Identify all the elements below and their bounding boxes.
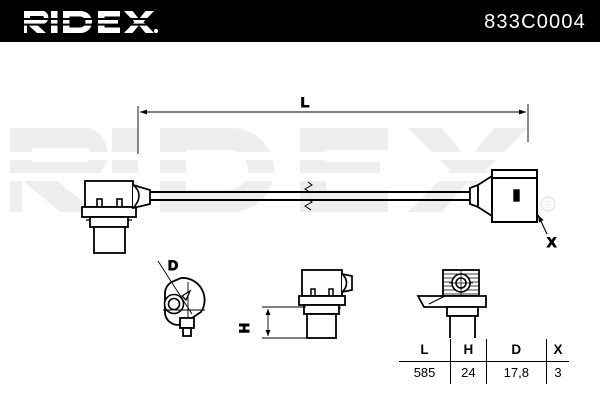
table-value-X: 3 (546, 361, 569, 384)
diameter-callout-D (157, 260, 193, 315)
sensor-technical-drawing: X L (0, 42, 600, 400)
callout-label-X: X (547, 234, 557, 250)
table-header-row: L H D X (399, 339, 569, 362)
table-header-H: H (450, 339, 487, 362)
dimension-label-L: L (301, 94, 310, 110)
header-bar: 833C0004 (0, 0, 600, 42)
length-dimension-L (137, 104, 529, 154)
table-header-L: L (399, 339, 452, 362)
cable-break-marks (304, 181, 313, 211)
table-header-D: D (485, 339, 548, 362)
sensor-cable-assembly-view: X L (81, 94, 558, 254)
part-number: 833C0004 (484, 11, 586, 33)
front-elevation-view (416, 269, 487, 341)
table-value-D: 17,8 (485, 361, 548, 384)
ridex-wordmark-logo (22, 9, 159, 35)
table-row: 585 24 17,8 3 (399, 361, 569, 384)
top-plan-view: D (157, 257, 206, 337)
table-header-X: X (546, 339, 569, 362)
table-value-L: 585 (399, 361, 452, 384)
height-dimension-H (262, 306, 306, 339)
callout-label-H: H (236, 323, 252, 333)
dimensions-table-wrapper: L H D X 585 24 17,8 3 (398, 338, 570, 385)
dimensions-table: L H D X 585 24 17,8 3 (398, 338, 570, 385)
table-value-H: 24 (450, 361, 487, 384)
callout-label-D: D (168, 257, 178, 273)
connector-callout-X (537, 214, 548, 235)
side-elevation-view: H (236, 269, 353, 339)
